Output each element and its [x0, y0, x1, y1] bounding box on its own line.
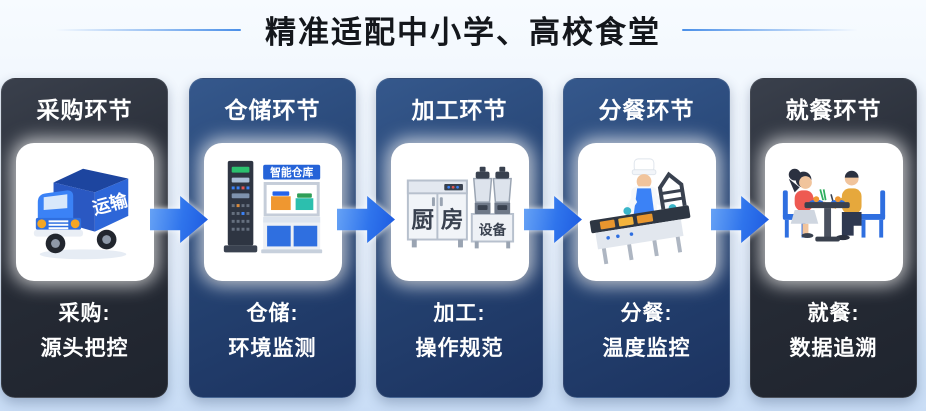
stage-caption-dining: 就餐: 数据追溯: [790, 296, 878, 366]
stage-caption-processing: 加工: 操作规范: [416, 296, 504, 366]
flow-arrow-icon: [524, 196, 582, 243]
warehouse-sign-label: 智能仓库: [270, 165, 313, 179]
chairs: [782, 190, 885, 238]
kitchen-door-left-label: 厨: [411, 208, 434, 233]
stage-card-procurement: 采购环节 运输 采购: 源头把控: [1, 78, 168, 398]
title-accent-line-left: [55, 29, 241, 31]
equipment-stand-label: 设备: [478, 222, 506, 238]
caption-line2: 温度监控: [602, 337, 691, 360]
caption-line2: 操作规范: [415, 337, 504, 360]
title-accent-line-right: [682, 29, 858, 31]
stage-card-storage: 仓储环节 智能仓库: [189, 78, 356, 398]
flow-arrow-icon: [150, 196, 208, 243]
blender-right: [492, 166, 512, 214]
serving-counter: [589, 171, 690, 265]
stage-title-dining: 就餐环节: [785, 97, 882, 123]
stage-caption-serving: 分餐: 温度监控: [603, 296, 691, 366]
caption-line1: 采购:: [58, 302, 111, 325]
stage-card-dining: 就餐环节: [750, 78, 917, 398]
chef-serving-icon: [577, 143, 716, 281]
woman-figure: [788, 168, 827, 239]
caption-line1: 加工:: [433, 302, 486, 325]
stage-card-processing: 加工环节 厨 房 设备: [376, 78, 543, 398]
caption-line2: 环境监测: [228, 337, 317, 360]
caption-line2: 源头把控: [40, 337, 129, 360]
smart-warehouse-icon: 智能仓库: [203, 143, 342, 281]
caption-line2: 数据追溯: [789, 337, 878, 360]
caption-line1: 仓储:: [246, 302, 299, 325]
flow-arrow-icon: [711, 196, 769, 243]
stage-title-procurement: 采购环节: [36, 97, 133, 123]
stage-title-storage: 仓储环节: [224, 97, 321, 123]
stage-caption-procurement: 采购: 源头把控: [41, 296, 129, 366]
flow-arrow-icon: [337, 196, 395, 243]
caption-line1: 就餐:: [807, 302, 860, 325]
caption-line1: 分餐:: [620, 302, 673, 325]
page-title: 精准适配中小学、高校食堂: [265, 15, 661, 50]
dining-table: [804, 189, 850, 242]
stage-caption-storage: 仓储: 环境监测: [229, 296, 317, 366]
delivery-truck-icon: 运输: [15, 143, 154, 281]
blender-left: [472, 166, 492, 214]
stage-card-serving: 分餐环节: [563, 78, 730, 398]
stage-title-serving: 分餐环节: [598, 97, 695, 123]
kitchen-equipment-icon: 厨 房 设备: [390, 143, 529, 281]
kitchen-door-right-label: 房: [440, 207, 463, 233]
stage-title-processing: 加工环节: [411, 97, 508, 123]
dining-students-icon: [764, 143, 903, 281]
man-figure: [829, 170, 862, 241]
